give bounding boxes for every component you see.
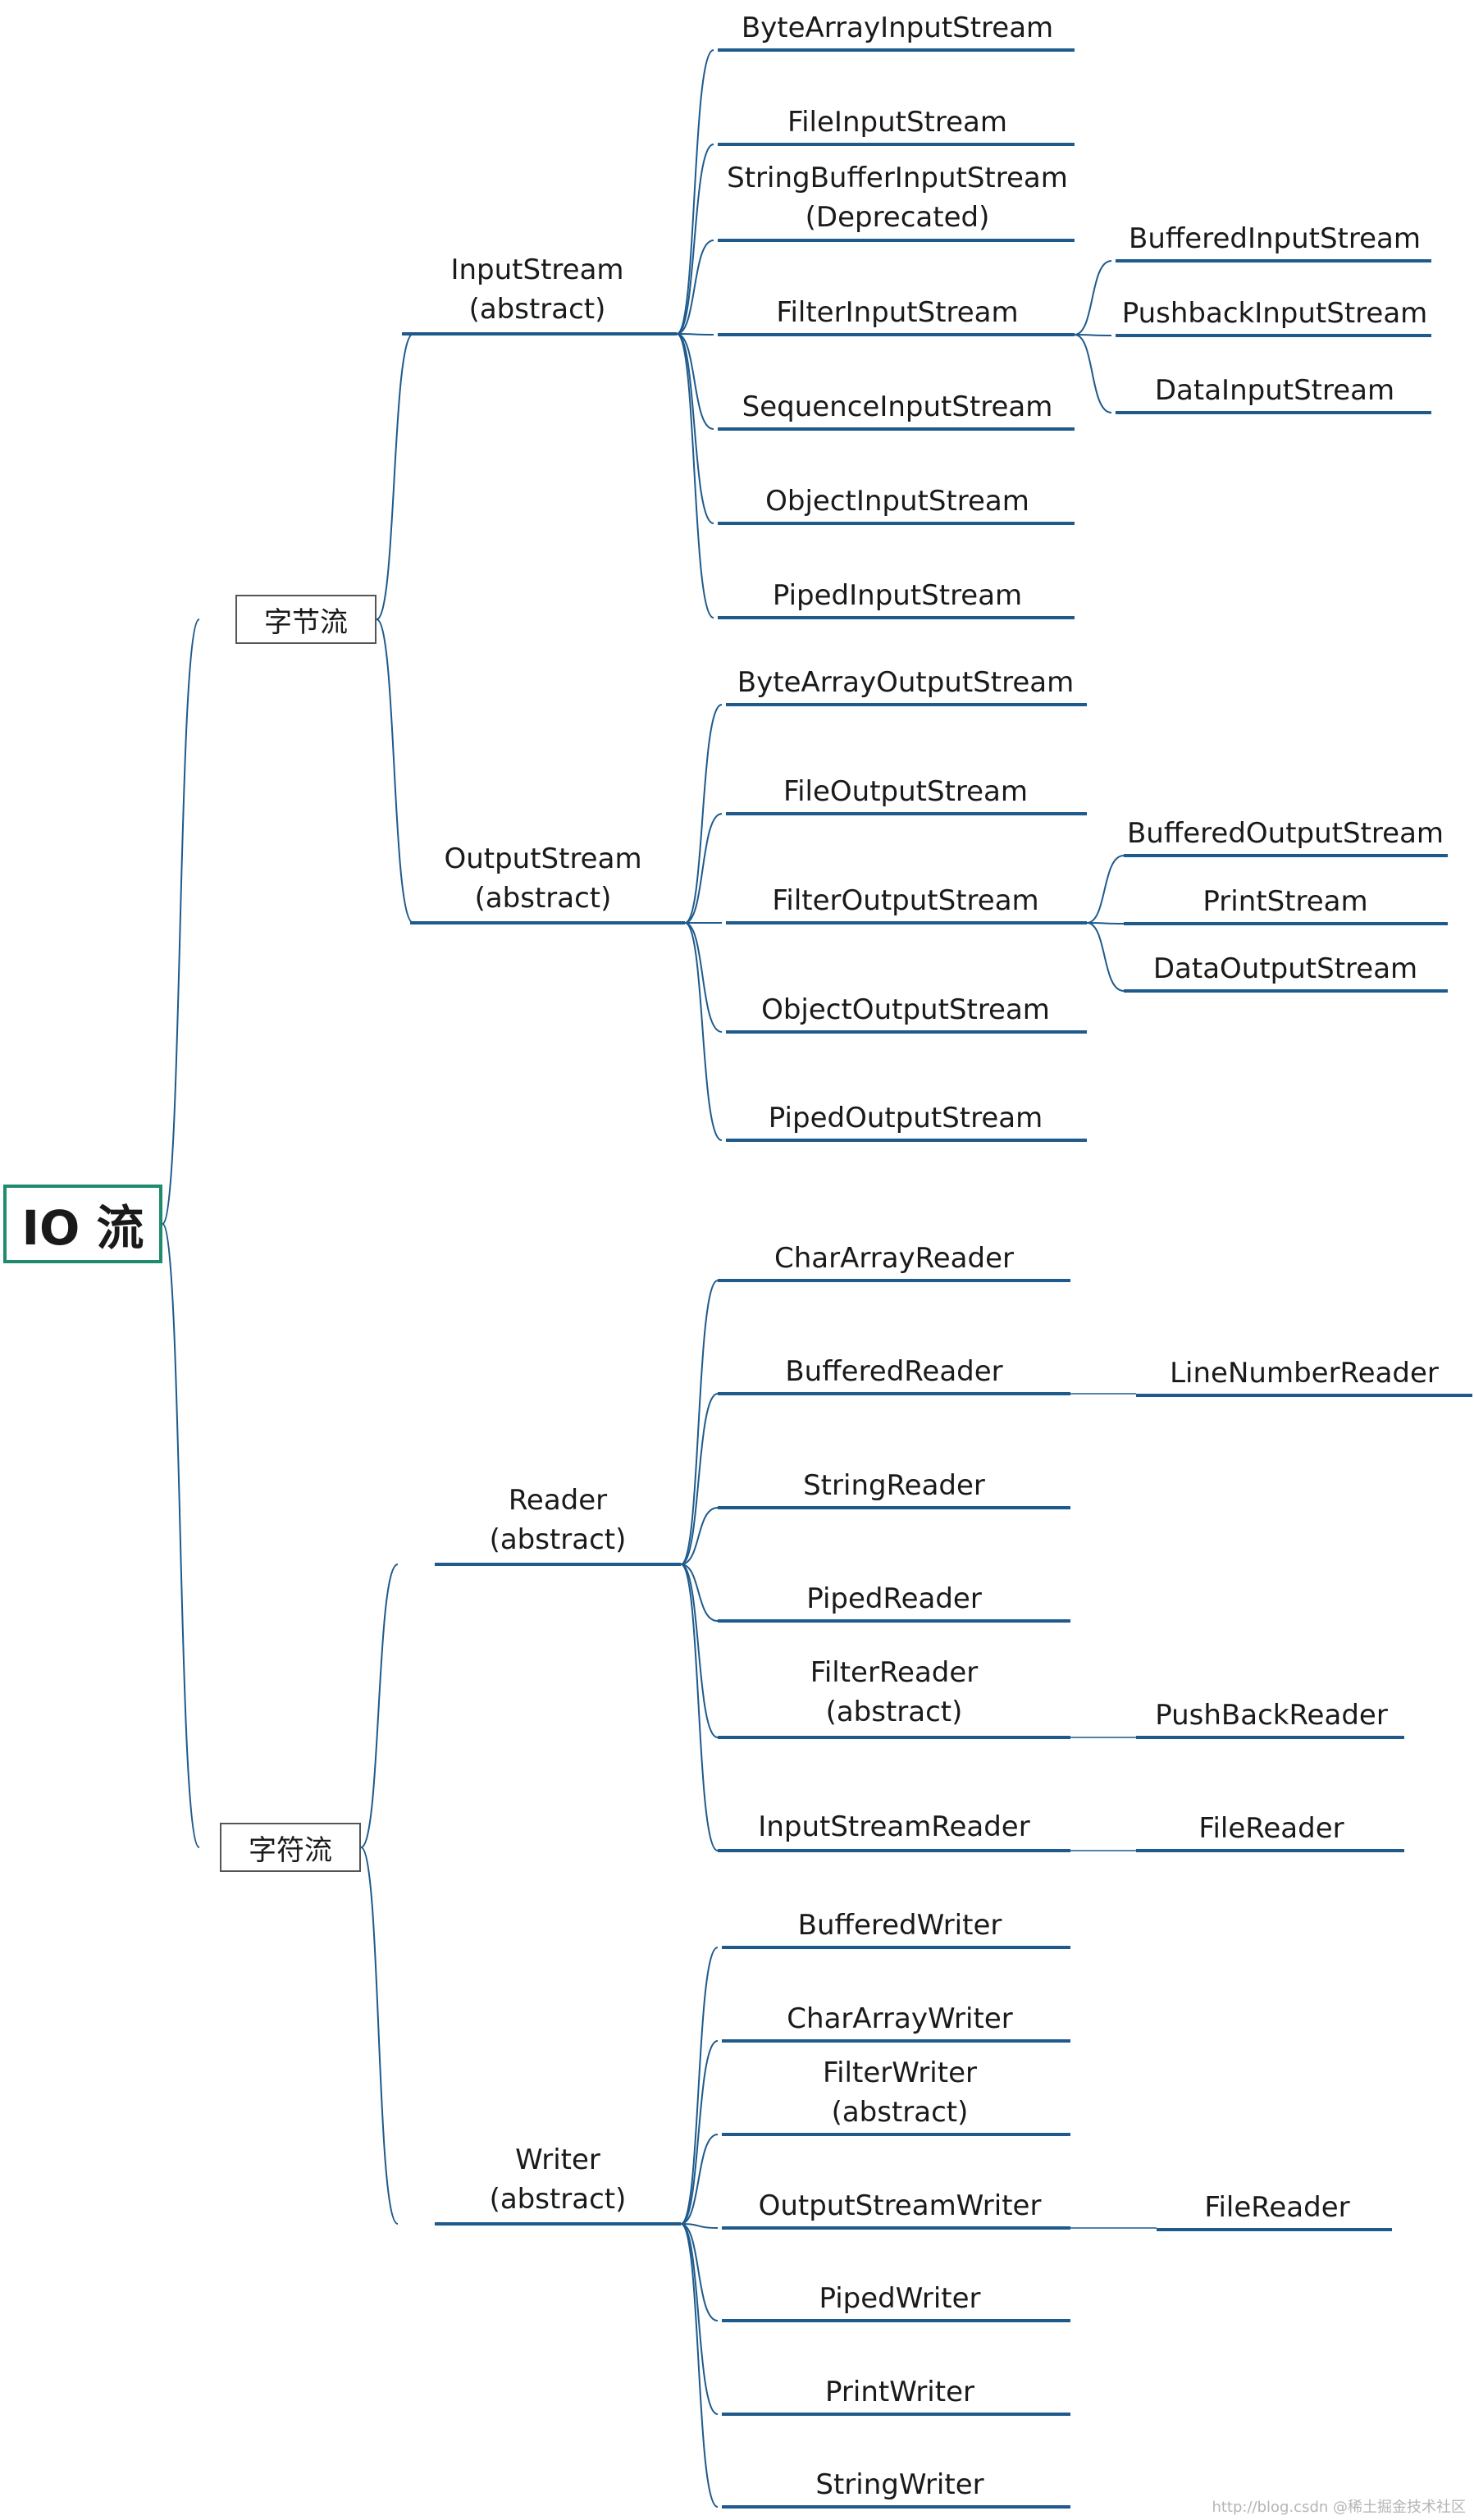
node-filterwriter[interactable]: FilterWriter (abstract) (823, 2053, 977, 2132)
node-pipedwriter[interactable]: PipedWriter (819, 2282, 981, 2315)
node-bufferedwriter[interactable]: BufferedWriter (797, 1909, 1002, 1942)
node-filterreader[interactable]: FilterReader (abstract) (810, 1653, 979, 1732)
node-stringreader[interactable]: StringReader (803, 1469, 985, 1502)
node-pipedinputstream[interactable]: PipedInputStream (772, 579, 1023, 612)
writer-connector-4 (680, 2223, 719, 2321)
node-stringbufferinputstream[interactable]: StringBufferInputStream (Deprecated) (727, 158, 1068, 237)
reader-connector-4 (680, 1564, 719, 1738)
filterreader-sub: (abstract) (825, 1696, 963, 1728)
reader-label: Reader (508, 1484, 608, 1517)
writer-connector-5 (680, 2223, 719, 2415)
inputstream-connector-5 (676, 333, 714, 524)
filterwriter-label: FilterWriter (823, 2057, 977, 2089)
watermark: http://blog.csdn @稀土掘金技术社区 (1212, 2499, 1466, 2516)
inputstream-connector-0 (676, 49, 714, 335)
char-stream-node[interactable]: 字符流 (220, 1823, 361, 1872)
root-node[interactable]: IO 流 (3, 1185, 162, 1263)
node-stringwriter[interactable]: StringWriter (815, 2468, 984, 2501)
node-chararraywriter[interactable]: CharArrayWriter (787, 2002, 1013, 2035)
node-filereader-2[interactable]: FileReader (1204, 2191, 1350, 2224)
inputstream-node[interactable]: InputStream (abstract) (450, 250, 623, 329)
outputstream-connector-0 (684, 704, 723, 924)
reader-connector-1 (680, 1393, 719, 1565)
char-connector-1 (360, 1847, 399, 2225)
node-linenumberreader[interactable]: LineNumberReader (1170, 1357, 1439, 1390)
node-datainputstream[interactable]: DataInputStream (1154, 374, 1395, 407)
node-pipedreader[interactable]: PipedReader (806, 1582, 982, 1615)
writer-node[interactable]: Writer (abstract) (490, 2140, 627, 2219)
inputstream-connector-2 (676, 240, 714, 335)
node-bytearrayoutputstream[interactable]: ByteArrayOutputStream (737, 666, 1075, 699)
reader-node[interactable]: Reader (abstract) (490, 1481, 627, 1559)
filterinputstream-connector-0 (1074, 260, 1112, 336)
node-pushbackreader[interactable]: PushBackReader (1155, 1699, 1388, 1732)
filteroutputstream-connector-2 (1086, 922, 1125, 992)
node-objectoutputstream[interactable]: ObjectOutputStream (761, 993, 1050, 1026)
node-sequenceinputstream[interactable]: SequenceInputStream (742, 390, 1053, 423)
node-bytearrayinputstream[interactable]: ByteArrayInputStream (741, 11, 1054, 44)
stringbufferinputstream-sub: (Deprecated) (805, 201, 990, 234)
root-connector-0 (162, 619, 200, 1225)
node-printwriter[interactable]: PrintWriter (825, 2376, 974, 2408)
filterreader-label: FilterReader (810, 1656, 979, 1689)
node-filereader-1[interactable]: FileReader (1198, 1812, 1344, 1845)
node-bufferedinputstream[interactable]: BufferedInputStream (1128, 222, 1422, 255)
byte-connector-1 (376, 619, 414, 924)
writer-sub: (abstract) (489, 2183, 627, 2216)
stringbufferinputstream-label: StringBufferInputStream (727, 162, 1068, 194)
inputstream-label: InputStream (450, 253, 624, 286)
reader-connector-0 (680, 1280, 719, 1565)
inputstream-connector-3 (676, 333, 714, 336)
writer-connector-1 (680, 2040, 719, 2225)
filterwriter-sub: (abstract) (831, 2096, 969, 2129)
node-dataoutputstream[interactable]: DataOutputStream (1152, 952, 1418, 985)
node-objectinputstream[interactable]: ObjectInputStream (765, 485, 1029, 518)
filterinputstream-connector-1 (1074, 334, 1112, 336)
reader-connector-5 (680, 1564, 719, 1851)
byte-stream-node[interactable]: 字节流 (235, 595, 376, 644)
node-pipedoutputstream[interactable]: PipedOutputStream (768, 1102, 1043, 1134)
node-chararrayreader[interactable]: CharArrayReader (774, 1242, 1015, 1275)
node-pushbackinputstream[interactable]: PushbackInputStream (1121, 297, 1428, 330)
inputstream-connector-1 (676, 144, 714, 335)
writer-connector-6 (680, 2223, 719, 2508)
writer-connector-2 (680, 2134, 719, 2225)
outputstream-node[interactable]: OutputStream (abstract) (444, 839, 641, 918)
filteroutputstream-connector-0 (1086, 855, 1125, 924)
node-printstream[interactable]: PrintStream (1202, 885, 1368, 918)
node-outputstreamwriter[interactable]: OutputStreamWriter (758, 2189, 1042, 2222)
reader-connector-2 (680, 1507, 719, 1565)
node-filteroutputstream[interactable]: FilterOutputStream (772, 884, 1039, 917)
writer-connector-3 (680, 2223, 719, 2229)
inputstream-connector-6 (676, 333, 714, 619)
node-fileinputstream[interactable]: FileInputStream (787, 106, 1007, 139)
writer-connector-0 (680, 1947, 719, 2225)
node-fileoutputstream[interactable]: FileOutputStream (783, 775, 1029, 808)
inputstream-sub: (abstract) (468, 293, 606, 326)
filterinputstream-connector-2 (1074, 334, 1112, 413)
outputstream-label: OutputStream (444, 842, 642, 875)
writer-label: Writer (515, 2143, 600, 2176)
char-connector-0 (360, 1564, 399, 1848)
outputstream-connector-3 (684, 922, 723, 1033)
reader-connector-3 (680, 1564, 719, 1622)
node-bufferedreader[interactable]: BufferedReader (785, 1355, 1003, 1388)
outputstream-connector-4 (684, 922, 723, 1141)
byte-connector-0 (376, 333, 414, 620)
outputstream-connector-1 (684, 813, 723, 924)
node-bufferedoutputstream[interactable]: BufferedOutputStream (1126, 817, 1444, 850)
reader-sub: (abstract) (489, 1523, 627, 1556)
inputstream-connector-4 (676, 333, 714, 430)
outputstream-sub: (abstract) (474, 882, 612, 915)
filteroutputstream-connector-1 (1086, 922, 1125, 924)
node-filterinputstream[interactable]: FilterInputStream (776, 296, 1019, 329)
node-inputstreamreader[interactable]: InputStreamReader (758, 1810, 1030, 1843)
root-connector-1 (162, 1223, 200, 1848)
